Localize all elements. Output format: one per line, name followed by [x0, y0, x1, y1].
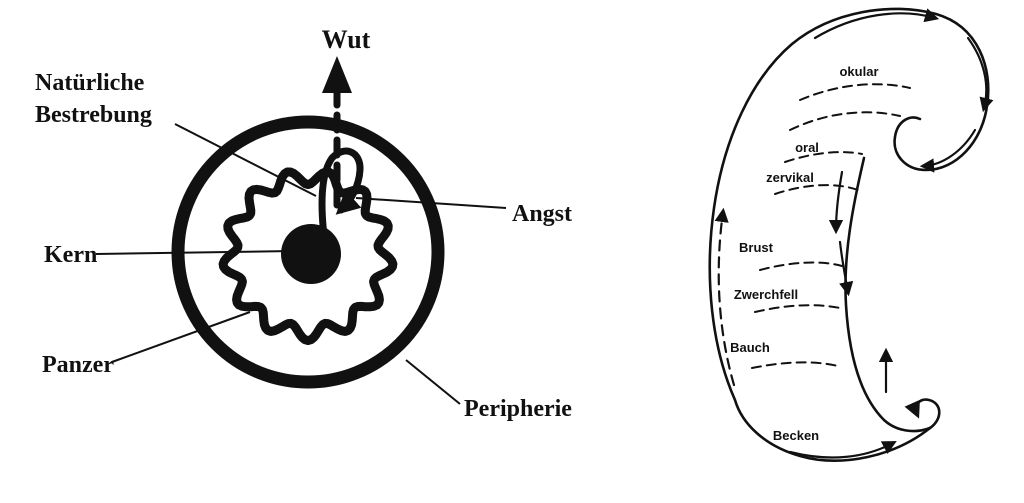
segment-line-okular-1 — [799, 83, 911, 101]
armor-model-svg: Wut Natürliche Bestrebung Angst Kern Pan… — [35, 25, 572, 422]
leader-natuerliche-bestrebung — [174, 123, 317, 197]
segment-line-zervikal — [774, 184, 859, 195]
label-okular: okular — [839, 64, 878, 79]
flow-arrow-back-up — [714, 207, 736, 387]
segment-line-bauch — [751, 361, 839, 369]
leader-kern — [95, 250, 294, 255]
segment-line-brust — [759, 261, 843, 271]
wut-arrowhead — [322, 56, 352, 93]
flow-arrow-front-upper — [828, 170, 844, 235]
label-brust: Brust — [739, 240, 774, 255]
label-becken: Becken — [773, 428, 819, 443]
label-zervikal: zervikal — [766, 170, 814, 185]
label-kern: Kern — [44, 242, 97, 268]
label-zwerchfell: Zwerchfell — [734, 287, 798, 302]
flow-arrow-front-lower — [838, 240, 854, 297]
body-outline-front — [844, 156, 932, 433]
tail-hook — [904, 398, 941, 430]
segment-flow-diagram: okular oral zervikal Brust Zwerchfell Ba… — [690, 0, 1024, 503]
flow-arrow-head-right — [966, 36, 994, 113]
segment-line-okular-2 — [789, 111, 901, 131]
core-circle — [281, 224, 341, 284]
label-bauch: Bauch — [730, 340, 770, 355]
label-natuerliche-line2: Bestrebung — [35, 102, 152, 128]
segment-line-oral — [784, 151, 863, 163]
segment-flow-svg: okular oral zervikal Brust Zwerchfell Ba… — [708, 7, 994, 462]
leader-peripherie — [405, 359, 461, 405]
segment-line-zwerchfell — [754, 304, 841, 313]
flow-arrow-head-spiral — [919, 128, 977, 173]
leader-panzer — [111, 311, 251, 363]
armor-model-diagram: Wut Natürliche Bestrebung Angst Kern Pan… — [35, 25, 572, 422]
striving-angst-arrow — [318, 147, 364, 240]
label-wut: Wut — [322, 25, 371, 54]
label-peripherie: Peripherie — [464, 396, 572, 422]
label-natuerliche-line1: Natürliche — [35, 70, 145, 96]
flow-arrow-head-top — [813, 8, 940, 40]
label-angst: Angst — [512, 201, 572, 227]
label-oral: oral — [795, 140, 819, 155]
leader-angst — [355, 197, 507, 209]
flow-arrow-tail — [788, 440, 897, 459]
label-panzer: Panzer — [42, 352, 114, 378]
